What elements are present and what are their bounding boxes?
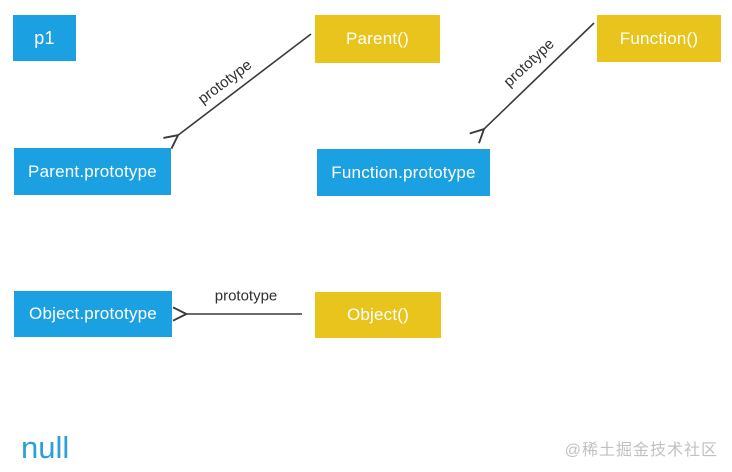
node-function-prototype: Function.prototype [317, 149, 490, 196]
node-object-constructor-label: Object() [346, 305, 410, 324]
node-parent-constructor: Parent() [315, 15, 440, 63]
node-parent-constructor-label: Parent() [345, 29, 409, 48]
node-object-constructor: Object() [315, 292, 441, 338]
node-function-constructor-label: Function() [619, 28, 699, 48]
node-function-prototype-label: Function.prototype [331, 162, 476, 182]
edge-function-prototype-label: prototype [500, 35, 558, 91]
null-terminal-label: null [21, 430, 70, 465]
edge-parent-prototype-arrow [177, 33, 312, 136]
node-object-prototype-label: Object.prototype [29, 304, 157, 323]
node-p1-label: p1 [34, 27, 55, 48]
node-function-constructor: Function() [597, 15, 721, 62]
node-p1: p1 [13, 15, 76, 61]
edge-parent-prototype-label: prototype [194, 56, 256, 108]
node-parent-prototype: Parent.prototype [14, 148, 171, 195]
edge-function-prototype-arrow [483, 22, 595, 130]
node-parent-prototype-label: Parent.prototype [28, 161, 157, 181]
edge-object-prototype-label: prototype [214, 287, 278, 305]
node-object-prototype: Object.prototype [14, 291, 172, 337]
watermark-text: @稀土掘金技术社区 [564, 442, 718, 459]
